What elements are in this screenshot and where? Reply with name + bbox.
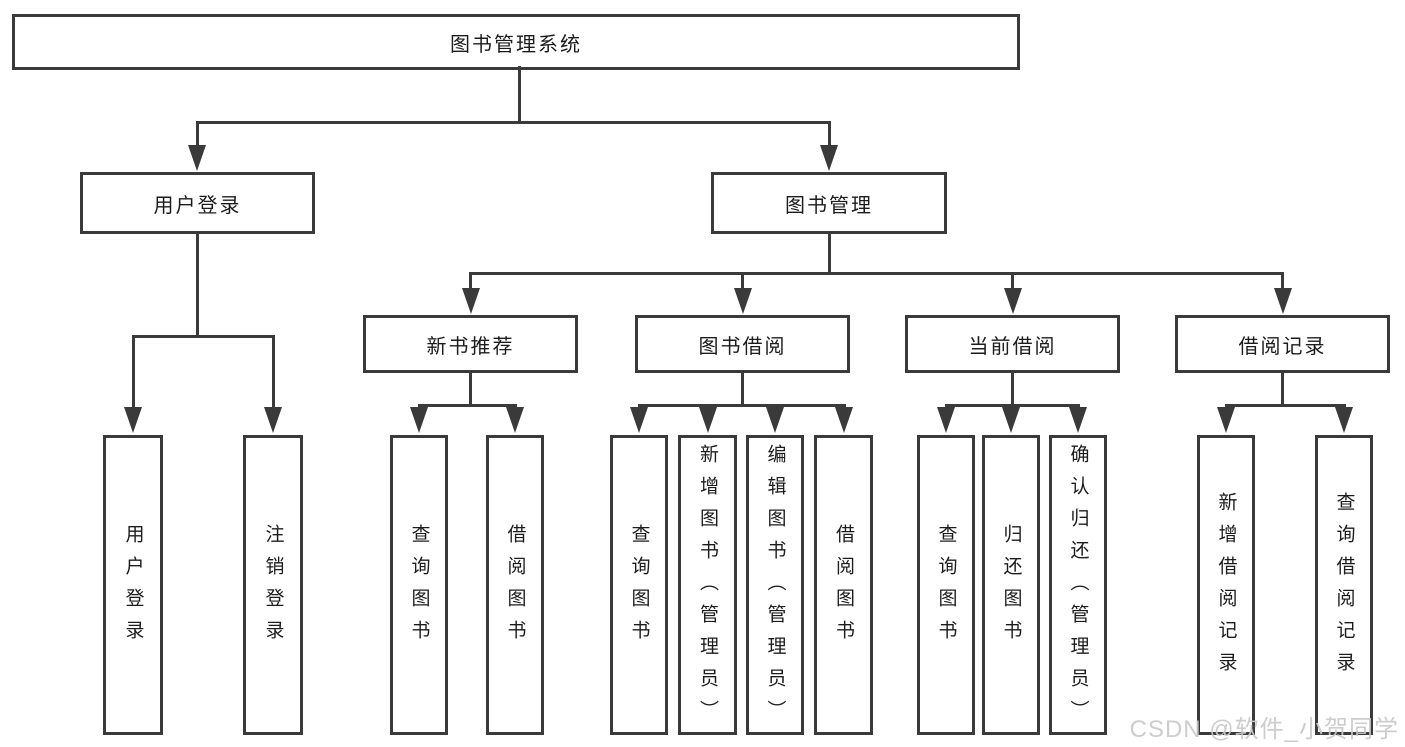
connector-borrow-record-split	[1225, 404, 1346, 407]
arrowhead-bb-query	[630, 407, 648, 433]
arrowhead-br-query	[1335, 407, 1353, 433]
connector-book-borrow-drop	[741, 272, 744, 290]
connector-leaf-logout-drop	[272, 335, 275, 409]
leaf-confirm-return-admin: 确认归还（管理员）	[1049, 435, 1107, 735]
node-new-book-recommend: 新书推荐	[363, 315, 578, 373]
node-book-borrow: 图书借阅	[635, 315, 850, 373]
arrowhead-book-mgmt	[820, 145, 838, 171]
connector-borrow-record-stem	[1281, 371, 1284, 407]
arrowhead-br-add	[1217, 407, 1235, 433]
connector-current-borrow-stem	[1011, 371, 1014, 407]
node-borrow-records: 借阅记录	[1175, 315, 1390, 373]
arrowhead-leaf-user-login	[124, 407, 142, 433]
leaf-add-borrow-record: 新增借阅记录	[1197, 435, 1255, 735]
connector-new-book-drop	[469, 272, 472, 290]
arrowhead-book-borrow	[734, 288, 752, 314]
leaf-query-books-current: 查询图书	[917, 435, 975, 735]
connector-new-book-split	[418, 404, 517, 407]
connector-leaf-user-login-drop	[132, 335, 135, 409]
arrowhead-bb-borrow	[835, 407, 853, 433]
connector-book-borrow-split	[638, 404, 846, 407]
leaf-logout-login: 注销登录	[243, 435, 303, 735]
leaf-edit-book-admin: 编辑图书（管理员）	[746, 435, 804, 735]
connector-level3-branch	[469, 272, 1284, 275]
connector-book-mgmt-drop	[828, 121, 831, 147]
connector-book-mgmt-stem	[828, 232, 831, 275]
leaf-add-book-admin: 新增图书（管理员）	[678, 435, 737, 735]
connector-root-stem	[518, 66, 521, 124]
arrowhead-nb-borrow	[506, 407, 524, 433]
connector-current-borrow-split	[945, 404, 1080, 407]
connector-user-login-split	[132, 335, 275, 338]
leaf-query-books-borrow: 查询图书	[610, 435, 668, 735]
arrowhead-user-login	[188, 145, 206, 171]
connector-level2-branch	[196, 121, 831, 124]
connector-new-book-stem	[469, 371, 472, 407]
leaf-query-borrow-record: 查询借阅记录	[1315, 435, 1373, 735]
connector-user-login-stem	[196, 232, 199, 338]
connector-book-borrow-stem	[741, 371, 744, 407]
arrowhead-new-book	[462, 288, 480, 314]
node-user-login: 用户登录	[80, 172, 315, 234]
leaf-borrow-books-borrow: 借阅图书	[814, 435, 873, 735]
leaf-query-books-newbook: 查询图书	[390, 435, 448, 735]
node-library-management-system: 图书管理系统	[12, 14, 1020, 70]
arrowhead-current-borrow	[1004, 288, 1022, 314]
leaf-borrow-books-newbook: 借阅图书	[486, 435, 544, 735]
arrowhead-bb-add	[699, 407, 717, 433]
leaf-user-login: 用户登录	[103, 435, 163, 735]
node-book-management: 图书管理	[711, 172, 947, 234]
arrowhead-cb-confirm	[1069, 407, 1087, 433]
arrowhead-cb-return	[1002, 407, 1020, 433]
watermark: CSDN @软件_小贺同学	[1129, 716, 1399, 743]
arrowhead-leaf-logout	[264, 407, 282, 433]
node-current-borrow: 当前借阅	[905, 315, 1120, 373]
connector-borrow-record-drop	[1281, 272, 1284, 290]
arrowhead-borrow-record	[1274, 288, 1292, 314]
connector-current-borrow-drop	[1011, 272, 1014, 290]
arrowhead-nb-query	[410, 407, 428, 433]
arrowhead-bb-edit	[766, 407, 784, 433]
leaf-return-book: 归还图书	[982, 435, 1040, 735]
connector-user-login-drop	[196, 121, 199, 147]
arrowhead-cb-query	[937, 407, 955, 433]
